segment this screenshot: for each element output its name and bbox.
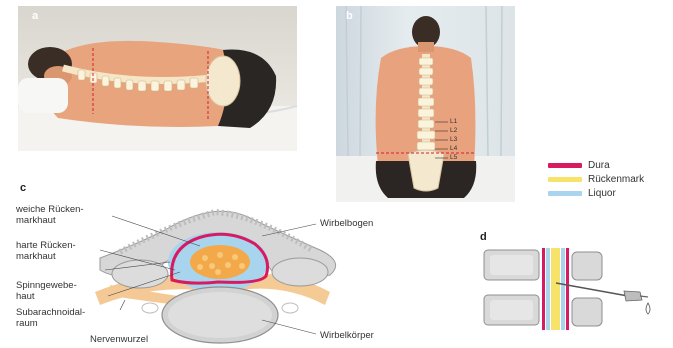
panel-d-puncture [0, 0, 673, 348]
